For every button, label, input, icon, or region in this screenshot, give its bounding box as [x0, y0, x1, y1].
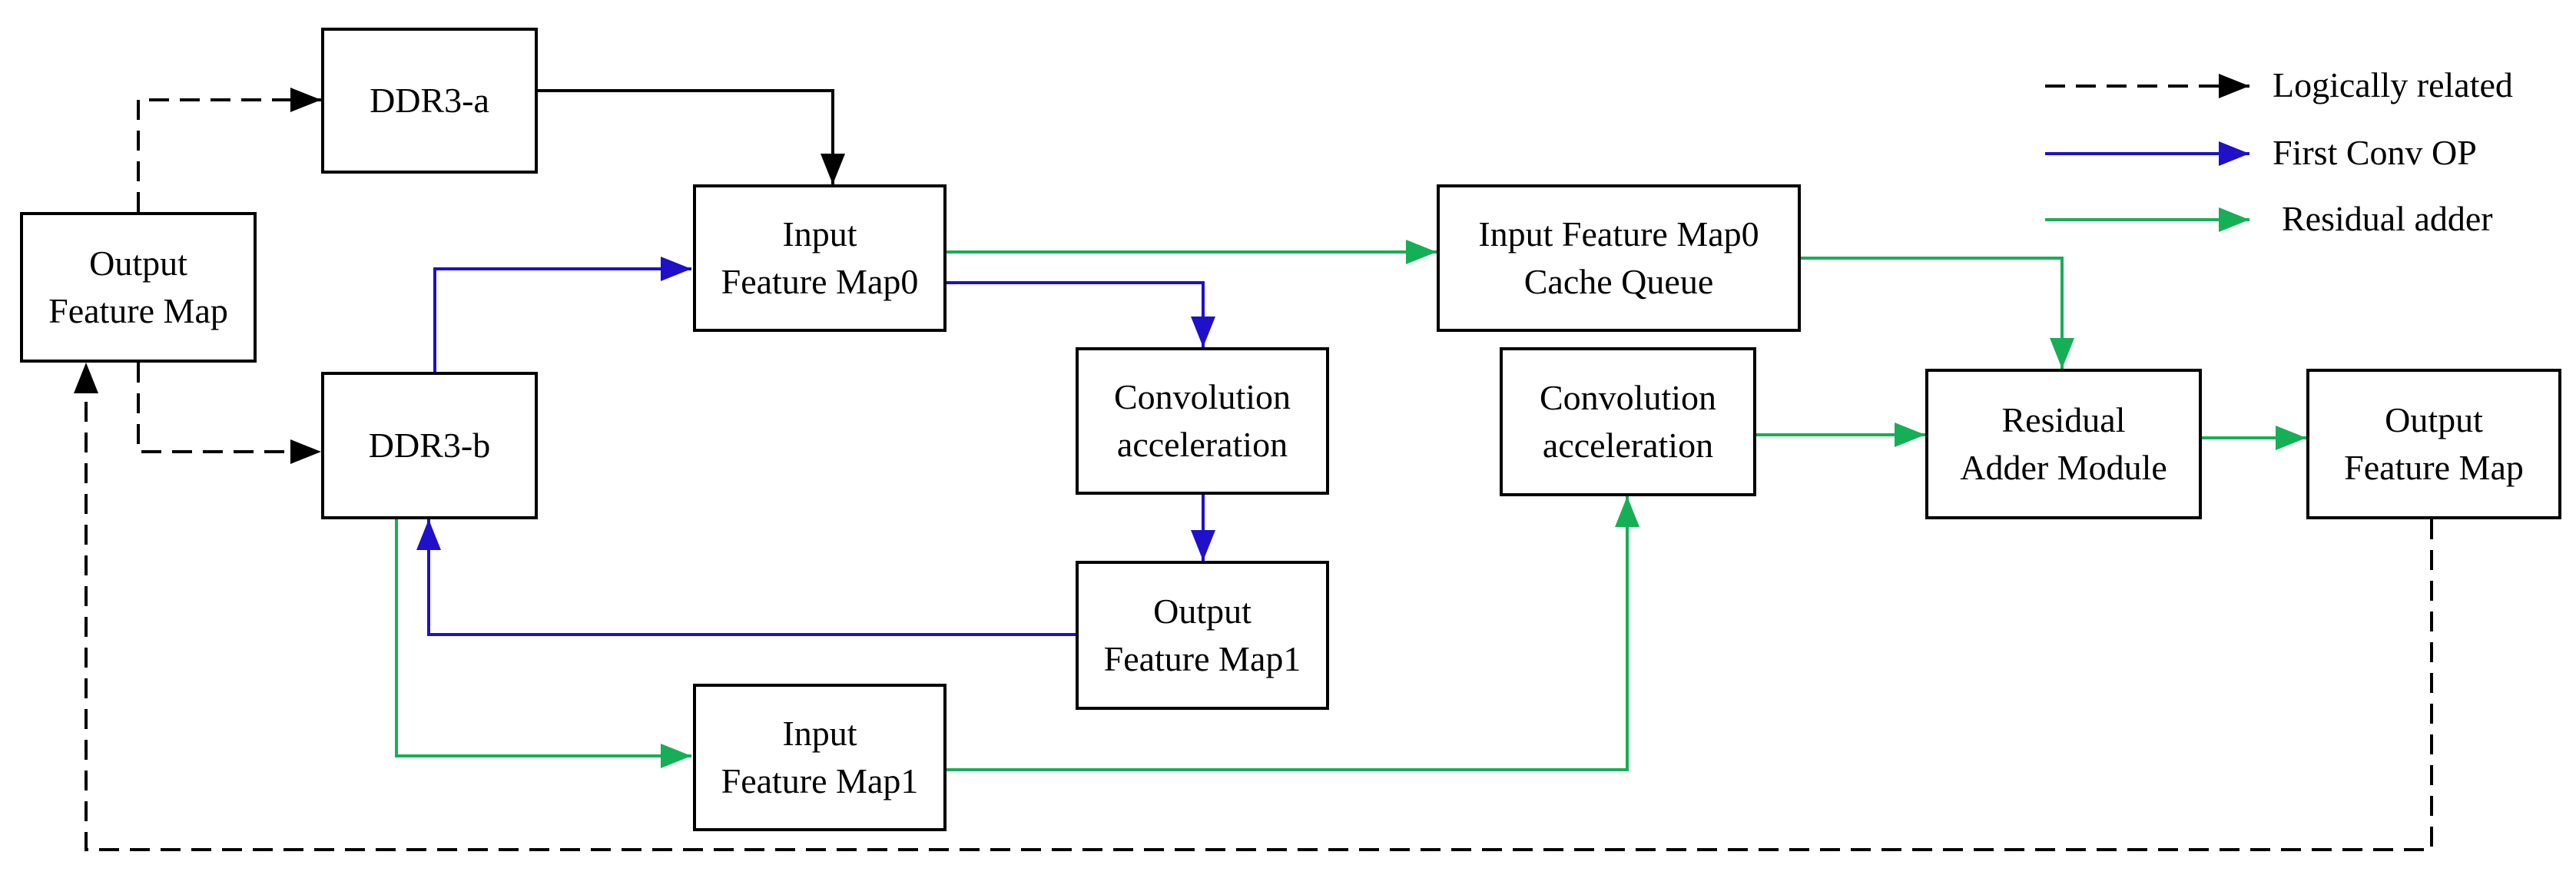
node-output-feature-map1: Output Feature Map1: [1076, 561, 1329, 710]
node-label-line2: Adder Module: [1960, 448, 2167, 487]
node-label-line1: Output: [89, 244, 187, 283]
legend-label-first-conv: First Conv OP: [2273, 133, 2477, 172]
node-label-line1: Convolution: [1113, 377, 1291, 416]
node-label-line1: Input: [782, 714, 857, 753]
edge-output-fm-to-ddr3a: [137, 88, 321, 212]
edge-input-fm0-to-conv-acc: [945, 281, 1215, 347]
node-input-feature-map0: Input Feature Map0: [693, 184, 947, 332]
node-label-line1: DDR3-a: [370, 81, 489, 120]
node-label-line2: acceleration: [1542, 426, 1714, 465]
node-label-line1: DDR3-b: [368, 426, 491, 465]
edge-ddr3b-to-input-fm0: [433, 257, 691, 372]
node-output-feature-map-left: Output Feature Map: [20, 212, 257, 363]
edge-ddr3a-to-input-fm0: [536, 89, 845, 184]
node-convolution-acceleration-1: Convolution acceleration: [1076, 347, 1329, 495]
edge-output-fm-right-feedback: [74, 363, 2433, 851]
node-label-line2: Feature Map1: [1103, 639, 1301, 678]
node-label-line2: acceleration: [1116, 425, 1288, 464]
edge-cache-queue-to-residual: [1799, 257, 2074, 369]
node-input-feature-map0-cache-queue: Input Feature Map0 Cache Queue: [1437, 184, 1801, 332]
node-residual-adder-module: Residual Adder Module: [1925, 369, 2202, 519]
node-label-line1: Convolution: [1539, 378, 1717, 417]
edge-ddr3b-to-input-fm1: [395, 519, 691, 768]
node-label-line1: Input: [782, 214, 857, 254]
node-input-feature-map1: Input Feature Map1: [693, 684, 947, 831]
node-label-line1: Output: [1153, 592, 1252, 631]
node-label-line1: Input Feature Map0: [1478, 214, 1759, 254]
node-convolution-acceleration-2: Convolution acceleration: [1500, 347, 1756, 496]
node-output-feature-map-right: Output Feature Map: [2306, 369, 2561, 519]
node-ddr3-b: DDR3-b: [321, 372, 538, 519]
node-label-line2: Cache Queue: [1523, 262, 1714, 301]
edge-output-fm1-to-ddr3b: [416, 519, 1076, 636]
edge-input-fm1-to-conv-acc-2: [945, 496, 1639, 771]
node-label-line1: Output: [2385, 400, 2483, 439]
node-label-line2: Feature Map: [48, 291, 228, 330]
node-label-line2: Feature Map0: [721, 262, 919, 301]
node-label-line2: Feature Map: [2344, 448, 2524, 487]
legend-label-residual: Residual adder: [2282, 199, 2493, 238]
edge-output-fm-to-ddr3b: [137, 363, 321, 464]
node-ddr3-a: DDR3-a: [321, 28, 538, 174]
node-label-line1: Residual: [2001, 400, 2126, 439]
legend-label-logical: Logically related: [2273, 65, 2513, 104]
node-label-line2: Feature Map1: [721, 761, 919, 800]
